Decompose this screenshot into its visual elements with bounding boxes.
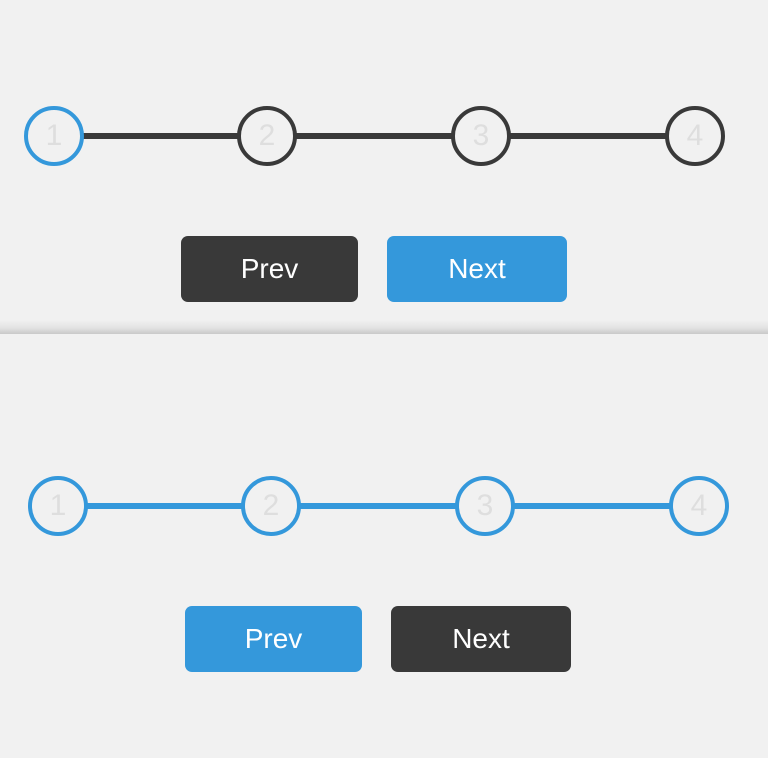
progress-line (58, 503, 698, 509)
step-circle-2: 2 (237, 106, 297, 166)
prev-button[interactable]: Prev (181, 236, 358, 302)
progress-stepper: 1 2 3 4 (24, 106, 725, 166)
step-number: 2 (258, 119, 276, 152)
next-button[interactable]: Next (387, 236, 567, 302)
step-circle-3: 3 (455, 476, 515, 536)
step-number: 2 (262, 489, 280, 522)
step-number: 3 (472, 119, 490, 152)
step-circle-4: 4 (669, 476, 729, 536)
step-circle-1: 1 (28, 476, 88, 536)
prev-button[interactable]: Prev (185, 606, 362, 672)
step-circle-1: 1 (24, 106, 84, 166)
step-number: 4 (690, 489, 708, 522)
progress-stepper-example-bottom: 1 2 3 4 Prev Next (0, 334, 768, 758)
step-number: 4 (686, 119, 704, 152)
progress-stepper: 1 2 3 4 (28, 476, 729, 536)
step-number: 3 (476, 489, 494, 522)
progress-line (54, 133, 694, 139)
section-divider (0, 320, 768, 334)
next-button[interactable]: Next (391, 606, 571, 672)
step-number: 1 (49, 489, 67, 522)
step-number: 1 (45, 119, 63, 152)
step-circle-3: 3 (451, 106, 511, 166)
progress-stepper-example-top: 1 2 3 4 Prev Next (0, 0, 768, 332)
step-circle-2: 2 (241, 476, 301, 536)
step-circle-4: 4 (665, 106, 725, 166)
